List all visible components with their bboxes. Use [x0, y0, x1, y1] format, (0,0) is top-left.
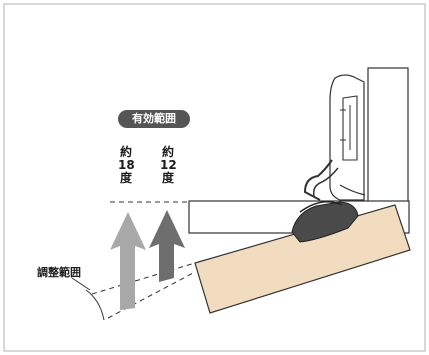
- angle-label-18-char-1: 約: [119, 145, 132, 159]
- angle-label-18-char-2: 18: [118, 158, 135, 172]
- angle-label-18: 約 18 度: [118, 145, 135, 185]
- range-leader-line: [71, 277, 91, 291]
- arrow-12-degree: [149, 210, 185, 282]
- angle-label-12-char-1: 約: [161, 145, 174, 159]
- angle-label-12: 約 12 度: [160, 145, 177, 185]
- range-dashes: [91, 201, 196, 319]
- hinge-arm: [303, 74, 366, 201]
- hinge-cup: [291, 201, 359, 243]
- arrow-18-degree: [110, 212, 146, 310]
- effective-range-badge: 有効範囲: [118, 110, 190, 128]
- adjustment-range-label: 調整範囲: [37, 266, 81, 279]
- angle-label-12-char-3: 度: [161, 171, 174, 185]
- range-arc: [85, 289, 105, 321]
- angle-label-18-char-3: 度: [119, 171, 132, 185]
- angle-label-12-char-2: 12: [160, 158, 177, 172]
